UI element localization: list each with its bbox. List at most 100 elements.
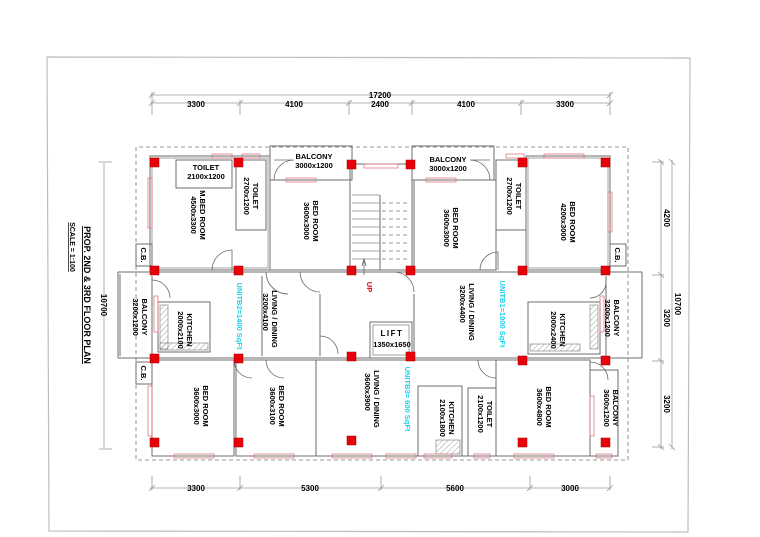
room-bedroom-bottom-left-2: BED ROOM 3600x3100 xyxy=(268,385,286,426)
room-size: 3000x1200 xyxy=(429,164,467,173)
room-name: BALCONY xyxy=(612,299,621,336)
room-name: BED ROOM xyxy=(277,385,286,426)
room-balcony-mid-left: BALCONY 3200x1200 xyxy=(131,298,149,336)
dim-bottom-1: 3300 xyxy=(187,484,205,493)
room-size: 2700x1200 xyxy=(242,177,251,215)
room-name: TOILET xyxy=(193,163,220,172)
room-name: KITCHEN xyxy=(185,313,194,346)
room-name: BED ROOM xyxy=(451,207,460,248)
room-balcony-top-left: BALCONY 3000x1200 xyxy=(295,152,333,170)
dim-bottom-2: 5300 xyxy=(301,484,319,493)
room-name: TOILET xyxy=(251,183,260,210)
room-toilet-top-left: TOILET 2100x1200 xyxy=(187,163,225,181)
room-size: 3000x1200 xyxy=(295,161,333,170)
room-name: LIVING / DINING xyxy=(372,370,381,428)
room-size: 3200x1200 xyxy=(131,298,140,336)
room-balcony-bottom-right: BALCONY 3600x1200 xyxy=(602,389,620,427)
room-bedroom-top-right: BED ROOM 3600x3000 xyxy=(442,207,460,248)
columns xyxy=(149,157,611,448)
dim-bottom-3: 5600 xyxy=(446,484,464,493)
room-lift: LIFT 1350x1650 xyxy=(373,329,411,349)
top-dimension-lines xyxy=(148,91,614,115)
unit-b1-label: UNITB1=1000 SqFt xyxy=(498,281,507,348)
left-dimension-line xyxy=(99,161,112,450)
room-size: 3600x3900 xyxy=(363,373,372,411)
dim-top-1: 3300 xyxy=(187,100,205,109)
room-kitchen-mid-left: KITCHEN 2000x2100 xyxy=(176,311,194,349)
room-size: 3200x4400 xyxy=(458,285,467,323)
cb-bottom-left: C.B. xyxy=(139,366,148,381)
room-size: 3600x3000 xyxy=(192,387,201,425)
room-size: 3600x1200 xyxy=(602,389,611,427)
windows xyxy=(147,153,613,459)
room-name: KITCHEN xyxy=(558,313,567,346)
room-bedroom-top-right-corner: BED ROOM 4200x3000 xyxy=(559,201,577,242)
dim-top-3: 2400 xyxy=(371,100,389,109)
dim-right-2: 3200 xyxy=(662,309,671,327)
slab-outline xyxy=(135,146,629,461)
room-size: 2700x1200 xyxy=(505,177,514,215)
cb-top-right: C.B. xyxy=(613,248,622,263)
room-size: 2000x2100 xyxy=(176,311,185,349)
room-name: M.BED ROOM xyxy=(198,190,207,240)
room-size: 4500x3300 xyxy=(189,196,198,234)
room-name: LIVING / DINING xyxy=(467,283,476,341)
room-name: BALCONY xyxy=(295,152,332,161)
room-name: BED ROOM xyxy=(311,200,320,241)
dim-top-total: 17200 xyxy=(369,91,392,100)
bottom-dimension-lines xyxy=(148,476,614,492)
room-size: 2100x1800 xyxy=(438,399,447,437)
room-name: TOILET xyxy=(485,401,494,428)
cb-top-left: C.B. xyxy=(139,248,148,263)
unit-b2-label: UNITB2=1400 SqFt xyxy=(235,283,244,350)
room-balcony-top-right: BALCONY 3000x1200 xyxy=(429,155,467,173)
room-size: 2100x1200 xyxy=(187,172,225,181)
dim-bottom-4: 3000 xyxy=(561,484,579,493)
room-toilet-top-right: TOILET 2700x1200 xyxy=(505,177,523,215)
unit-b3-label: UNITB3= 600 SqFt xyxy=(403,367,412,432)
dim-top-5: 3300 xyxy=(556,100,574,109)
room-size: 3600x3000 xyxy=(302,202,311,240)
room-toilet-top-left-2: TOILET 2700x1200 xyxy=(242,177,260,215)
room-bedroom-bottom-left: BED ROOM 3600x3000 xyxy=(192,385,210,426)
room-name: LIFT xyxy=(381,329,404,338)
room-name: BALCONY xyxy=(611,389,620,426)
room-name: BED ROOM xyxy=(568,201,577,242)
drawing-title: PROP. 2ND & 3RD FLOOR PLAN xyxy=(82,226,92,364)
room-master-bedroom: M.BED ROOM 4500x3300 xyxy=(189,190,207,240)
stair-up-label: UP xyxy=(365,282,374,292)
room-kitchen-bottom-mid: KITCHEN 2100x1800 xyxy=(438,399,456,437)
dim-right-1: 4200 xyxy=(662,209,671,227)
dim-top-2: 4100 xyxy=(285,100,303,109)
room-size: 3600x3000 xyxy=(442,209,451,247)
sheet-frame xyxy=(46,56,691,533)
dim-left-total: 10700 xyxy=(99,294,108,317)
room-size: 3600x4800 xyxy=(535,388,544,426)
room-name: KITCHEN xyxy=(447,401,456,434)
room-name: BALCONY xyxy=(140,298,149,335)
dim-top-4: 4100 xyxy=(457,100,475,109)
room-living-bottom-mid: LIVING / DINING 3600x3900 xyxy=(363,370,381,428)
room-size: 3200x1200 xyxy=(603,299,612,337)
staircase xyxy=(352,194,410,275)
room-name: BED ROOM xyxy=(201,385,210,426)
dim-right-total: 10700 xyxy=(673,293,682,316)
room-bedroom-top-left: BED ROOM 3600x3000 xyxy=(302,200,320,241)
room-toilet-bottom-mid: TOILET 2100x1200 xyxy=(476,395,494,433)
room-name: BED ROOM xyxy=(544,386,553,427)
room-size: 4200x3000 xyxy=(559,203,568,241)
room-size: 1350x1650 xyxy=(373,340,411,349)
drawing-scale: SCALE = 1:100 xyxy=(68,222,75,272)
room-size: 3200x4100 xyxy=(261,293,270,331)
room-living-mid-left: LIVING / DINING 3200x4100 xyxy=(261,290,279,348)
room-balcony-mid-right: BALCONY 3200x1200 xyxy=(603,299,621,337)
dim-right-3: 3200 xyxy=(662,395,671,413)
room-bedroom-bottom-right: BED ROOM 3600x4800 xyxy=(535,386,553,427)
room-size: 2000x2400 xyxy=(549,311,558,349)
room-size: 2100x1200 xyxy=(476,395,485,433)
room-living-mid-right: LIVING / DINING 3200x4400 xyxy=(458,283,476,341)
room-name: TOILET xyxy=(514,183,523,210)
room-name: BALCONY xyxy=(429,155,466,164)
room-size: 3600x3100 xyxy=(268,387,277,425)
